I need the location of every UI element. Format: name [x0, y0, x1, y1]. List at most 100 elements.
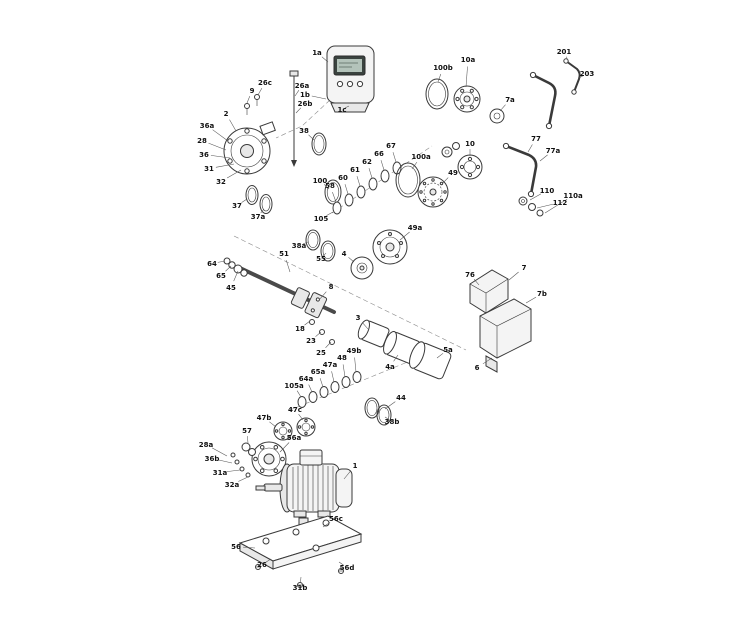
- leader-line: [338, 561, 344, 566]
- pump-head-drawing: [223, 94, 276, 175]
- part-number: 4: [342, 250, 347, 258]
- part-number: 48: [337, 354, 347, 362]
- leader-line: [226, 469, 241, 472]
- part-number: 5a: [443, 346, 453, 354]
- leader-line: [308, 384, 313, 393]
- part-number: 56d: [340, 564, 355, 572]
- leader-line: [499, 104, 506, 112]
- leader-line: [392, 152, 397, 163]
- leader-line: [242, 546, 256, 549]
- part-number: 47a: [323, 361, 338, 369]
- part-number: 8: [329, 283, 334, 291]
- lower-seal-row-drawing: [273, 371, 392, 441]
- part-number: 64a: [299, 375, 314, 383]
- leader-line: [331, 371, 335, 383]
- part-number: 56c: [329, 515, 343, 523]
- part-number: 32: [216, 178, 226, 186]
- part-number: 9: [250, 87, 255, 95]
- leader-line: [304, 320, 311, 326]
- leader-line: [393, 354, 399, 362]
- part-number: 49: [448, 169, 458, 177]
- head-orings-drawing: [245, 185, 273, 214]
- leader-line: [441, 177, 449, 185]
- leader-line: [210, 155, 231, 159]
- leader-line: [323, 184, 330, 190]
- part-number: 36b: [205, 455, 220, 463]
- part-number: 26a: [295, 82, 310, 90]
- part-number: 57: [242, 427, 252, 435]
- motor-drawing: [255, 449, 353, 518]
- leader-line: [308, 134, 315, 141]
- leader-line: [368, 168, 373, 179]
- part-number: 38a: [292, 242, 307, 250]
- part-number: 60: [338, 174, 348, 182]
- part-number: 38: [299, 127, 309, 135]
- mid-parts-drawing: [395, 142, 483, 208]
- leader-line: [229, 119, 237, 132]
- part-number: 31a: [213, 469, 228, 477]
- part-number: 31b: [293, 584, 308, 592]
- part-number: 51: [279, 250, 289, 258]
- staybolt-drawing: [289, 70, 299, 167]
- leader-line: [437, 73, 442, 83]
- part-number: 7b: [537, 290, 547, 298]
- part-number: 10a: [461, 56, 476, 64]
- part-number: 26b: [298, 100, 313, 108]
- leader-line: [315, 331, 322, 337]
- leader-line: [217, 260, 226, 263]
- leader-line: [325, 341, 332, 348]
- part-number: 1a: [312, 49, 322, 57]
- part-number: 47b: [257, 414, 272, 422]
- leader-line: [226, 169, 242, 179]
- top-right-parts-drawing: [425, 78, 505, 124]
- part-number: 49b: [347, 347, 362, 355]
- chamber-stack-drawing: [357, 319, 452, 380]
- leader-line: [212, 129, 229, 142]
- part-number: 100a: [411, 153, 431, 161]
- leader-line: [544, 198, 568, 214]
- part-number: 7: [522, 264, 527, 272]
- coupling-guard-drawing: [469, 269, 532, 373]
- part-number: 23: [306, 337, 316, 345]
- leader-line: [411, 161, 418, 170]
- part-number: 7a: [505, 96, 515, 104]
- leader-line: [362, 322, 369, 330]
- leader-line: [465, 66, 468, 88]
- part-number: 64: [207, 260, 217, 268]
- part-number: 47c: [288, 406, 302, 414]
- shaft-coupling-drawing: [223, 257, 336, 345]
- part-number: 65a: [311, 368, 326, 376]
- part-number: 76: [465, 271, 475, 279]
- leader-line: [529, 193, 542, 201]
- leader-line: [356, 176, 361, 187]
- part-number: 45: [226, 284, 236, 292]
- leader-line: [257, 87, 263, 96]
- leader-layer: [208, 56, 584, 583]
- leader-line: [296, 390, 302, 398]
- callout-layer: 36a283631322926c3737a26a26b1a1b1c3810038…: [197, 48, 594, 592]
- leader-line: [344, 105, 350, 109]
- leader-line: [303, 241, 309, 245]
- leader-line: [343, 470, 351, 480]
- leader-line: [215, 163, 235, 168]
- leader-line: [285, 260, 291, 273]
- part-number: 66: [374, 150, 384, 158]
- part-number: 36a: [200, 122, 215, 130]
- part-number: 49a: [408, 224, 423, 232]
- part-number: 100b: [433, 64, 453, 72]
- leader-line: [482, 357, 493, 365]
- part-number: 28: [197, 137, 207, 145]
- leader-line: [238, 475, 251, 482]
- leader-line: [348, 257, 355, 263]
- leader-line: [269, 421, 277, 428]
- part-number: 18: [295, 325, 305, 333]
- leader-line: [225, 265, 232, 272]
- leader-line: [294, 90, 300, 97]
- base-plate-drawing: [238, 515, 363, 588]
- leader-line: [508, 271, 519, 281]
- part-number: 2: [224, 110, 229, 118]
- leader-line: [332, 192, 337, 203]
- leader-line: [319, 378, 324, 388]
- impeller-drawing: [350, 229, 408, 280]
